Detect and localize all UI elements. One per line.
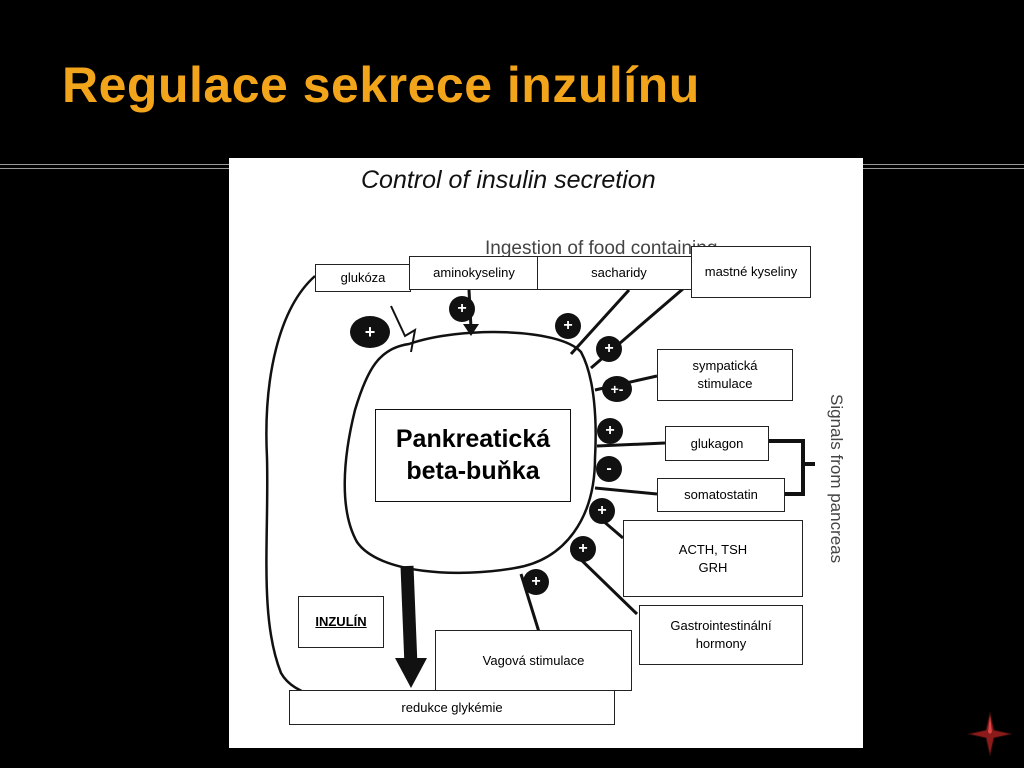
line-sacharidy: [569, 288, 631, 356]
line-glukagon: [596, 441, 666, 448]
label-somatostatin: somatostatin: [657, 478, 785, 512]
sign-somatostatin: -: [596, 456, 622, 482]
faded-caption: Ingestion of food containing: [485, 238, 717, 259]
insulin-arrowhead: [395, 658, 427, 688]
right-bracket: [769, 439, 805, 496]
sign-glukoza: +: [350, 316, 390, 348]
slide-title: Regulace sekrece inzulínu: [62, 57, 700, 113]
sign-glukagon: +: [597, 418, 623, 444]
glucose-arrow: [390, 305, 417, 353]
sign-mastne-kyseliny: +: [596, 336, 622, 362]
compass-star-icon: [968, 712, 1012, 756]
aminoacid-arrowhead: [463, 324, 479, 336]
label-sacharidy: sacharidy: [537, 256, 701, 290]
insulin-output-arrow: [400, 565, 418, 667]
sign-gastro: +: [570, 536, 596, 562]
line-somatostatin: [594, 486, 658, 496]
label-glukoza: glukóza: [315, 264, 411, 292]
sign-sympaticka: +-: [602, 376, 632, 402]
insulin-diagram: Control of insulin secretion Ingestion o…: [229, 158, 863, 748]
sign-aminokyseliny: +: [449, 296, 475, 322]
label-vagova-stimulace: Vagová stimulace: [435, 630, 632, 691]
sign-sacharidy: +: [555, 313, 581, 339]
label-acth-tsh-grh: ACTH, TSH GRH: [623, 520, 803, 597]
label-gastrointestinalni-hormony: Gastrointestinální hormony: [639, 605, 803, 665]
label-inzulin: INZULÍN: [298, 596, 384, 648]
sign-acth: +: [589, 498, 615, 524]
label-mastne-kyseliny: mastné kyseliny: [691, 246, 811, 298]
label-sympaticka-stimulace: sympatická stimulace: [657, 349, 793, 401]
diagram-heading: Control of insulin secretion: [361, 166, 656, 194]
faded-side-text: Signals from pancreas: [827, 394, 846, 563]
label-glukagon: glukagon: [665, 426, 769, 461]
label-aminokyseliny: aminokyseliny: [409, 256, 539, 290]
sign-vagova: +: [523, 569, 549, 595]
label-redukce-glykemie: redukce glykémie: [289, 690, 615, 725]
beta-cell-label: Pankreatická beta-buňka: [375, 409, 571, 502]
slide-header: Regulace sekrece inzulínu: [0, 0, 1024, 160]
